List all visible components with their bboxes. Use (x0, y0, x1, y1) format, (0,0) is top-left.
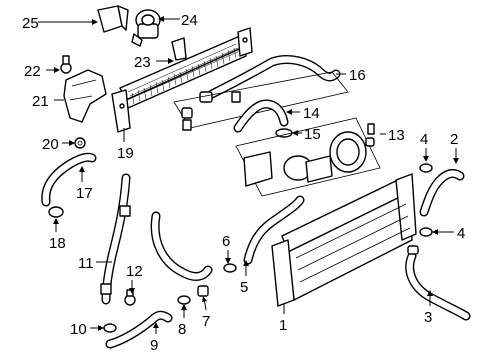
callout-18: 18 (49, 218, 66, 252)
callout-8-label: 8 (178, 321, 186, 338)
callout-12: 12 (126, 263, 143, 294)
callout-12-label: 12 (126, 263, 143, 280)
callout-2: 2 (450, 131, 459, 164)
bolt-12 (124, 289, 136, 306)
callout-17-label: 17 (76, 185, 93, 202)
callout-23-label: 24 (181, 12, 198, 29)
callout-2-label: 2 (450, 131, 458, 148)
callout-15-label: 15 (304, 126, 321, 143)
hose-14 (181, 99, 289, 133)
clamp-18 (48, 206, 64, 218)
callout-16-label: 16 (349, 67, 366, 84)
callout-10: 10 (70, 321, 104, 338)
clamp-10 (103, 323, 117, 333)
callout-6: 6 (222, 233, 231, 264)
callout-4-lower-label: 4 (457, 225, 465, 242)
callout-4-lower: 4 (432, 225, 465, 242)
callout-8: 8 (178, 304, 187, 338)
callout-20-label: 20 (42, 136, 59, 153)
callout-5-label: 5 (240, 279, 248, 296)
radiator-1 (271, 173, 417, 307)
callout-11-label: 11 (78, 255, 94, 272)
callout-1: 1 (279, 304, 287, 334)
callout-9-label: 9 (150, 337, 158, 354)
bracket-25 (97, 5, 129, 33)
callout-1-label: 1 (279, 317, 287, 334)
clamp-6 (223, 263, 237, 273)
bracket-21 (63, 69, 107, 123)
hose-5 (243, 195, 305, 265)
callout-7-label: 7 (202, 313, 210, 330)
callout-25: 25 (22, 15, 98, 32)
callout-10-label: 10 (70, 321, 87, 338)
callout-24-label: 23 (134, 54, 151, 71)
callout-24: 23 (134, 54, 174, 71)
callout-14-label: 14 (303, 105, 320, 122)
callout-6-label: 6 (222, 233, 230, 250)
callout-4-upper-label: 4 (420, 131, 428, 148)
hose-17 (41, 152, 97, 207)
callout-23: 24 (158, 12, 198, 29)
callout-21-label: 21 (32, 93, 49, 110)
bracket-24 (171, 37, 187, 61)
hose-3 (405, 245, 471, 321)
callout-22-label: 22 (24, 63, 41, 80)
callout-18-label: 18 (49, 235, 66, 252)
callout-14: 14 (286, 105, 320, 122)
callout-9: 9 (150, 322, 159, 354)
clamp-4-lower (419, 227, 433, 237)
bolt-20 (74, 137, 86, 149)
hose-7 (150, 211, 213, 297)
hose-9 (105, 310, 173, 349)
clamp-4-upper (419, 163, 433, 173)
pipe-11 (100, 173, 131, 305)
upper-cooler (111, 27, 253, 133)
pump-13 (243, 123, 375, 187)
callout-15: 15 (292, 126, 321, 143)
bolt-22 (60, 55, 72, 74)
callout-5: 5 (240, 260, 249, 296)
clamp-8 (177, 295, 191, 305)
hose-2 (419, 168, 465, 217)
callout-16: 16 (336, 67, 366, 84)
callout-20: 20 (42, 136, 75, 153)
callout-22: 22 (24, 63, 60, 80)
callout-3-label: 3 (424, 309, 432, 326)
callout-13-label: 13 (388, 127, 405, 144)
callout-7: 7 (202, 296, 210, 330)
callout-4-upper: 4 (420, 131, 429, 162)
callout-13: 13 (380, 127, 405, 144)
callout-3: 3 (424, 290, 433, 326)
pump-23 (131, 9, 161, 47)
callout-19-label: 19 (117, 145, 134, 162)
callout-17: 17 (76, 166, 93, 202)
callout-11: 11 (78, 255, 112, 272)
callout-19: 19 (117, 128, 134, 162)
hose-16 (199, 55, 341, 103)
callout-21: 21 (32, 93, 64, 110)
callout-25-label: 25 (22, 15, 39, 32)
